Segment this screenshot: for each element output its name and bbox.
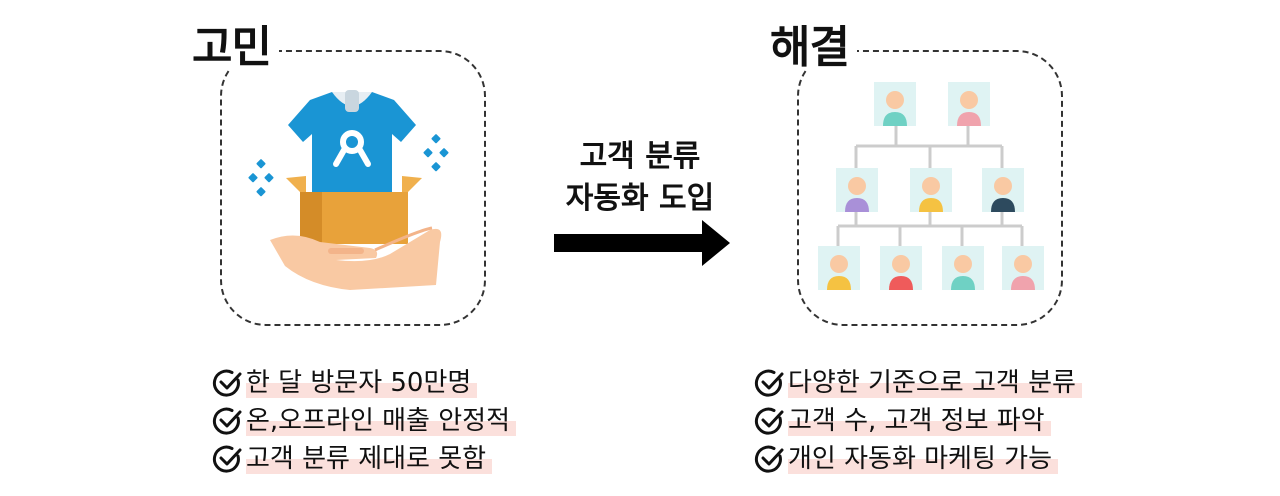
right-arrow-icon [554, 220, 730, 266]
list-item: 한 달 방문자 50만명 [212, 364, 516, 402]
problem-title: 고민 [188, 26, 279, 70]
list-item-text: 온,오프라인 매출 안정적 [246, 406, 516, 436]
list-item-text: 개인 자동화 마케팅 가능 [788, 444, 1058, 474]
list-item-text: 고객 분류 제대로 못함 [246, 444, 493, 474]
list-item: 개인 자동화 마케팅 가능 [754, 440, 1082, 478]
problem-panel-frame [220, 50, 486, 326]
list-item: 다양한 기준으로 고객 분류 [754, 364, 1082, 402]
check-circle-icon [754, 407, 784, 435]
check-circle-icon [212, 445, 242, 473]
product-box-hand-icon [248, 90, 449, 290]
transition-label-line2: 자동화 도입 [565, 181, 715, 216]
problem-list: 한 달 방문자 50만명 온,오프라인 매출 안정적 고객 분류 제대로 못함 [212, 364, 516, 478]
list-item-text: 고객 수, 고객 정보 파악 [788, 406, 1051, 436]
list-item: 고객 분류 제대로 못함 [212, 440, 516, 478]
transition-label: 고객 분류 자동화 도입 [540, 136, 740, 220]
transition-label-line1: 고객 분류 [579, 139, 701, 174]
check-circle-icon [754, 369, 784, 397]
check-circle-icon [212, 369, 242, 397]
hierarchy-tree-icon [818, 82, 1044, 290]
list-item: 온,오프라인 매출 안정적 [212, 402, 516, 440]
list-item-text: 한 달 방문자 50만명 [246, 368, 478, 398]
solution-list: 다양한 기준으로 고객 분류 고객 수, 고객 정보 파악 개인 자동화 마케팅… [754, 364, 1082, 478]
check-circle-icon [212, 407, 242, 435]
list-item-text: 다양한 기준으로 고객 분류 [788, 368, 1082, 398]
solution-panel-frame [797, 50, 1063, 326]
solution-title: 해결 [766, 26, 857, 70]
check-circle-icon [754, 445, 784, 473]
list-item: 고객 수, 고객 정보 파악 [754, 402, 1082, 440]
